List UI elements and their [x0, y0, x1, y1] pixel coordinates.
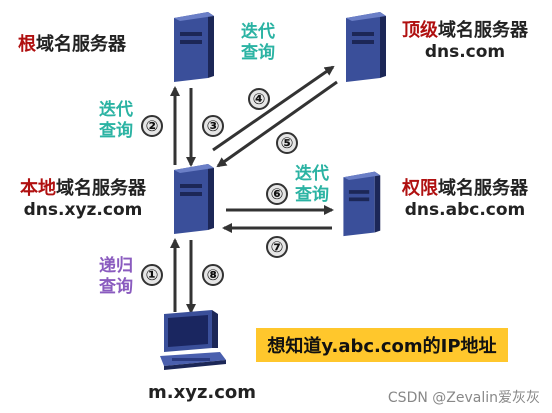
root-server-rest: 域名服务器: [36, 34, 126, 55]
auth-server-highlight: 权限: [402, 178, 438, 199]
tld-server-highlight: 顶级: [402, 20, 438, 41]
tld-server-domain: dns.com: [424, 41, 506, 62]
local-server-label: 本地域名服务器 dns.xyz.com: [20, 178, 146, 220]
auth-server-rest: 域名服务器: [438, 178, 528, 199]
step-7-badge: ⑦: [266, 236, 288, 258]
root-server-label: 根域名服务器: [18, 34, 126, 56]
tld-server-icon: [346, 12, 386, 82]
local-server-highlight: 本地: [20, 178, 56, 199]
step-6-badge: ⑥: [266, 183, 288, 205]
step-8-badge: ⑧: [202, 264, 224, 286]
arrow-step-5: [216, 80, 338, 168]
step-5-badge: ⑤: [276, 132, 298, 154]
iterative-query-label-root: 迭代 查询: [241, 22, 275, 64]
local-server-icon: [174, 164, 214, 234]
tld-server-rest: 域名服务器: [438, 20, 528, 41]
step-1-badge: ①: [141, 264, 163, 286]
local-server-domain: dns.xyz.com: [23, 199, 143, 220]
auth-server-icon: [343, 171, 381, 237]
iterative-query-label-left: 迭代 查询: [99, 100, 133, 142]
step-2-badge: ②: [141, 115, 163, 137]
root-server-highlight: 根: [18, 34, 36, 55]
recursive-query-label: 递归 查询: [99, 256, 133, 298]
iterative-query-label-auth: 迭代 查询: [295, 164, 329, 206]
query-callout: 想知道y.abc.com的IP地址: [256, 328, 508, 362]
tld-server-label: 顶级域名服务器 dns.com: [402, 20, 528, 62]
auth-server-domain: dns.abc.com: [404, 199, 526, 220]
local-server-rest: 域名服务器: [56, 178, 146, 199]
root-server-icon: [174, 12, 214, 82]
step-4-badge: ④: [248, 88, 270, 110]
arrow-step-4: [212, 65, 335, 152]
watermark: CSDN @Zevalin爱灰灰: [387, 390, 540, 406]
auth-server-label: 权限域名服务器 dns.abc.com: [402, 178, 528, 220]
client-hostname: m.xyz.com: [148, 382, 257, 403]
client-computer-icon: [160, 310, 226, 370]
step-3-badge: ③: [202, 115, 224, 137]
